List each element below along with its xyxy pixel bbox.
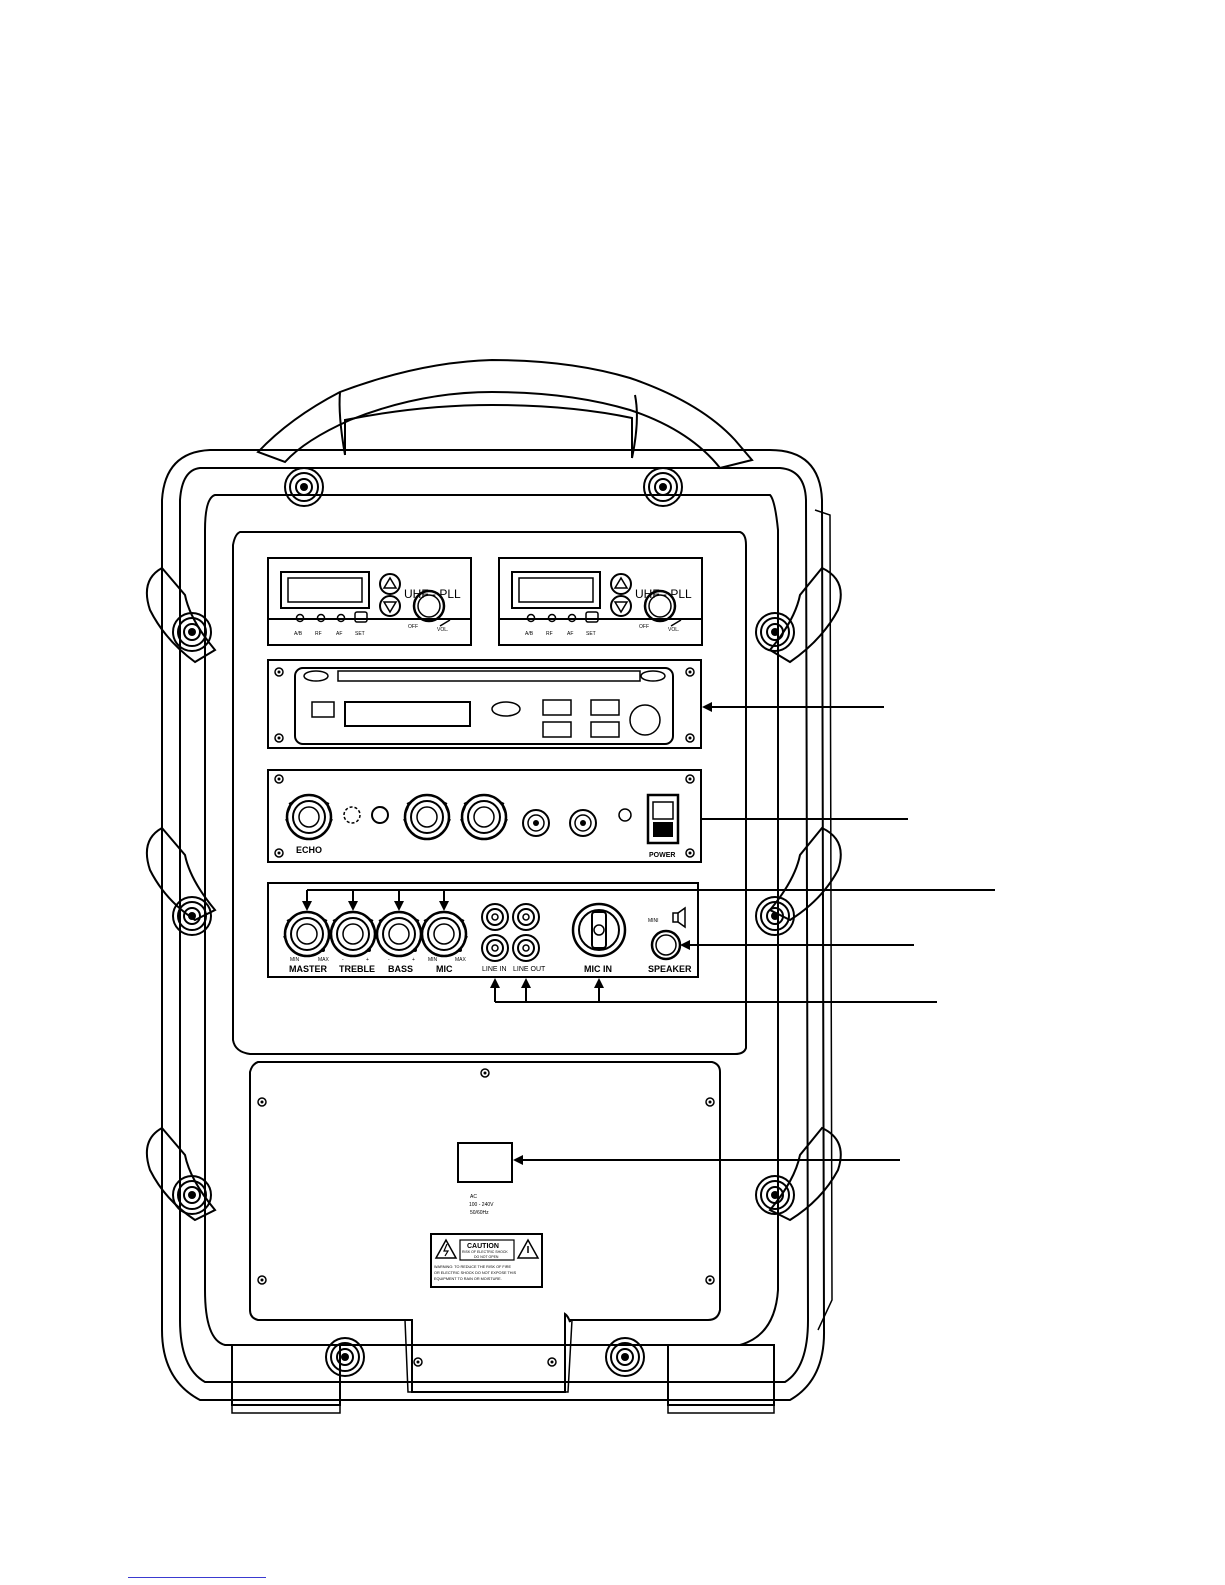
receiver-1-vol-label: VOL.	[437, 627, 448, 633]
receiver-1-led-set: SET	[355, 631, 365, 637]
front-panel	[232, 531, 747, 1055]
receiver-1-led-rf: RF	[315, 631, 322, 637]
ac-power-socket	[457, 1142, 513, 1183]
power-label: POWER	[649, 852, 675, 859]
receiver-1-led-af: AF	[336, 631, 342, 637]
treble-label: TREBLE	[339, 964, 375, 974]
speaker-top-label: MINI	[648, 918, 659, 924]
footnote-separator	[128, 1577, 266, 1578]
mic-in-combo-jack	[571, 902, 627, 958]
lower-panel-notch	[385, 1319, 592, 1393]
line-out-label: LINE OUT	[513, 966, 546, 973]
echo-label: ECHO	[296, 845, 322, 855]
mic-min: MIN	[428, 957, 438, 963]
receiver-2-led-ab: A/B	[525, 631, 534, 637]
power-echo-controls	[274, 774, 695, 858]
receiver-2-led-set: SET	[586, 631, 596, 637]
master-max: MAX	[318, 957, 330, 963]
receiver-1-title: UHF - PLL	[404, 587, 461, 601]
caution-title: CAUTION	[467, 1243, 499, 1250]
shock-warning-icon	[434, 1238, 458, 1259]
caution-warning-line2: OR ELECTRIC SHOCK DO NOT EXPOSE THIS	[434, 1271, 517, 1275]
caution-warning-line3: EQUIPMENT TO RAIN OR MOISTURE.	[434, 1277, 502, 1281]
wireless-receiver-1	[267, 557, 472, 646]
bass-max: +	[412, 957, 415, 963]
mic-label: MIC	[436, 964, 453, 974]
caution-label	[430, 1233, 543, 1288]
line-in-label: LINE IN	[482, 966, 507, 973]
bass-label: BASS	[388, 964, 413, 974]
receiver-1-vol-off: OFF	[408, 624, 418, 630]
receiver-1-led-ab: A/B	[294, 631, 303, 637]
treble-max: +	[366, 957, 369, 963]
right-grips	[768, 566, 842, 1222]
receiver-2-led-rf: RF	[546, 631, 553, 637]
mic-max: MAX	[455, 957, 467, 963]
mixer-knobs	[282, 910, 469, 958]
lower-panel-bolts	[257, 1068, 715, 1367]
wireless-receiver-2	[498, 557, 703, 646]
cd-player-frame	[267, 659, 702, 749]
power-echo-panel	[267, 769, 702, 863]
cd-player-details	[274, 667, 695, 745]
bass-min: -	[388, 957, 390, 963]
receiver-2-led-af: AF	[567, 631, 573, 637]
ac-label-line1: AC	[470, 1194, 477, 1200]
caution-warning-icon	[516, 1238, 540, 1259]
receiver-2-vol-off: OFF	[639, 624, 649, 630]
caution-line1: RISK OF ELECTRIC SHOCK	[462, 1250, 508, 1254]
master-min: MIN	[290, 957, 300, 963]
speaker-label: SPEAKER	[648, 964, 692, 974]
receiver-2-vol-label: VOL.	[668, 627, 679, 633]
mic-in-label: MIC IN	[584, 964, 612, 974]
ac-label-line3: 50/60Hz	[470, 1210, 489, 1216]
caution-line2: DO NOT OPEN	[474, 1255, 499, 1259]
ac-label-line2: 100 - 240V	[469, 1202, 494, 1208]
carry-handle	[256, 358, 754, 470]
cabinet-outline	[161, 449, 833, 1414]
master-label: MASTER	[289, 964, 328, 974]
receiver-2-title: UHF - PLL	[635, 587, 692, 601]
treble-min: -	[342, 957, 344, 963]
lower-panel	[249, 1061, 721, 1393]
caution-warning-line1: WARNING: TO REDUCE THE RISK OF FIRE	[434, 1265, 512, 1269]
callout-arrows	[302, 702, 995, 1165]
mixer-panel	[267, 882, 699, 978]
